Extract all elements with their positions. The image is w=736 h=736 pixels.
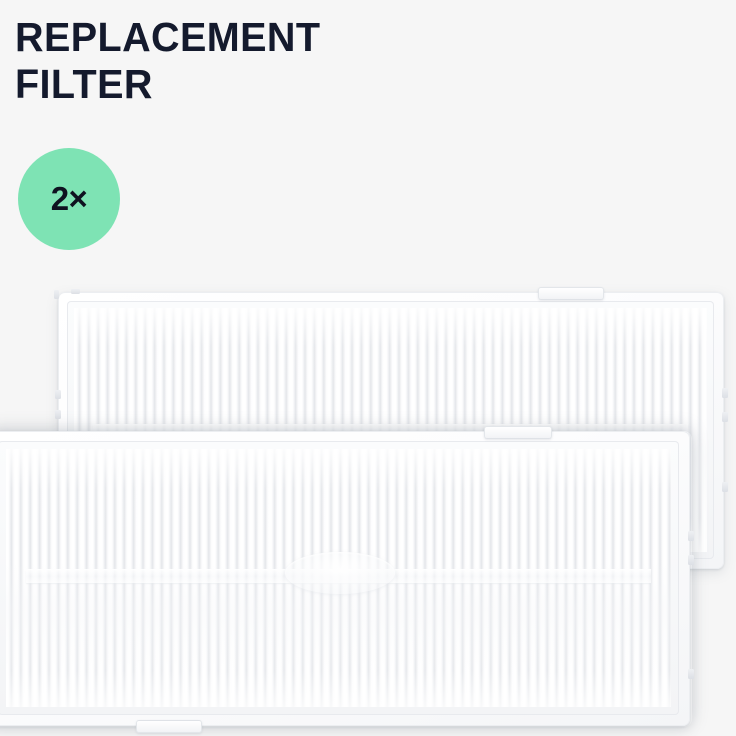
filter-rail-notch: [688, 531, 694, 541]
filter-rail-notch: [54, 290, 59, 299]
filter-rail-notch: [71, 289, 80, 294]
filter-unit-front: [0, 426, 694, 733]
filter-clip-tab-top: [484, 426, 552, 439]
filter-rail-notch: [722, 412, 728, 422]
pleat-brace: [25, 570, 652, 584]
filter-clip-tab-bottom: [136, 720, 202, 733]
quantity-badge: 2×: [18, 148, 120, 250]
filter-rail-notch: [722, 388, 728, 398]
filter-rail-notch: [688, 669, 694, 679]
filter-rail-notch: [55, 410, 61, 419]
filter-pleated-media: [6, 449, 671, 707]
quantity-badge-label: 2×: [50, 179, 88, 217]
filter-rail-notch: [688, 555, 694, 565]
filter-center-emblem: [285, 552, 396, 595]
filter-clip-tab-top: [538, 287, 604, 300]
filter-rail-notch: [722, 482, 728, 492]
filter-rail-notch: [55, 390, 61, 399]
page-title: REPLACEMENT FILTER: [15, 14, 321, 107]
